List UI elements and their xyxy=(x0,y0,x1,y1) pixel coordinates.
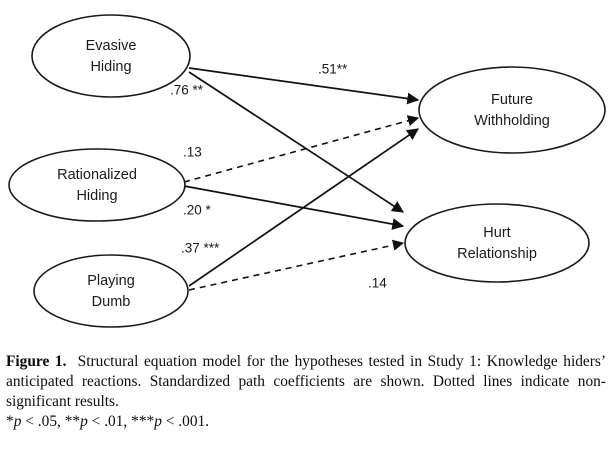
ellipse-hurt-relationship[interactable] xyxy=(404,203,590,283)
figure-number: Figure 1. xyxy=(6,353,67,370)
sig-one-star: * xyxy=(6,413,14,431)
node-label-playing-dumb-line2: Dumb xyxy=(92,294,131,310)
node-rationalized-hiding[interactable]: Rationalized Hiding xyxy=(8,148,186,222)
path-rationalized-to-future[interactable] xyxy=(183,115,420,183)
node-label-hurt-relationship-line2: Relationship xyxy=(457,246,537,262)
path-playingdumb-to-hurt[interactable] xyxy=(188,239,405,291)
coefficient-rationalized-to-future: .13 xyxy=(183,145,202,160)
coefficient-evasive-to-hurt: .76 ** xyxy=(170,83,204,98)
node-group: Evasive Hiding Rationalized Hiding Playi… xyxy=(8,14,606,328)
path-evasive-to-hurt[interactable] xyxy=(188,71,404,213)
sig-v2: < .01, xyxy=(87,413,132,431)
coefficient-playingdumb-to-hurt: .14 xyxy=(368,276,387,291)
sig-p2: p xyxy=(80,413,88,431)
coefficient-playingdumb-to-future: .37 *** xyxy=(181,241,220,256)
node-future-withholding[interactable]: Future Withholding xyxy=(418,66,606,154)
sig-p1: p xyxy=(13,413,22,431)
sig-p3: p xyxy=(154,413,162,431)
node-label-evasive-hiding-line2: Hiding xyxy=(90,59,131,75)
node-label-rationalized-hiding-line1: Rationalized xyxy=(57,167,137,183)
ellipse-future-withholding[interactable] xyxy=(418,66,606,154)
ellipse-playing-dumb[interactable] xyxy=(33,254,189,328)
path-evasive-to-future[interactable] xyxy=(188,67,420,105)
sig-v1: < .05, xyxy=(21,413,65,431)
coefficient-evasive-to-future: .51** xyxy=(318,62,348,77)
coefficient-label-group: .51** .76 ** .13 .20 * .37 *** .14 xyxy=(170,62,387,291)
node-label-playing-dumb-line1: Playing xyxy=(87,273,135,289)
node-label-future-withholding-line1: Future xyxy=(491,92,533,108)
ellipse-rationalized-hiding[interactable] xyxy=(8,148,186,222)
path-rationalized-to-hurt[interactable] xyxy=(183,185,405,230)
node-playing-dumb[interactable]: Playing Dumb xyxy=(33,254,189,328)
path-group xyxy=(183,67,420,291)
sig-v3: < .001. xyxy=(161,413,210,431)
node-evasive-hiding[interactable]: Evasive Hiding xyxy=(31,14,191,98)
path-playingdumb-to-future[interactable] xyxy=(188,128,419,287)
figure-caption: Figure 1. Structural equation model for … xyxy=(6,352,606,432)
sig-two-star: ** xyxy=(64,413,81,431)
sem-diagram: Evasive Hiding Rationalized Hiding Playi… xyxy=(8,14,606,328)
node-label-future-withholding-line2: Withholding xyxy=(474,113,550,129)
figure-caption-body: Structural equation model for the hypoth… xyxy=(6,353,606,411)
node-hurt-relationship[interactable]: Hurt Relationship xyxy=(404,203,590,283)
sem-diagram-canvas: Evasive Hiding Rationalized Hiding Playi… xyxy=(8,14,606,328)
node-label-evasive-hiding-line1: Evasive xyxy=(86,38,137,54)
ellipse-evasive-hiding[interactable] xyxy=(31,14,191,98)
coefficient-rationalized-to-hurt: .20 * xyxy=(183,203,212,218)
node-label-rationalized-hiding-line2: Hiding xyxy=(76,188,117,204)
sig-three-star: *** xyxy=(131,413,155,431)
node-label-hurt-relationship-line1: Hurt xyxy=(483,225,510,241)
significance-note: *p < .05, **p < .01, ***p < .001. xyxy=(6,412,606,432)
